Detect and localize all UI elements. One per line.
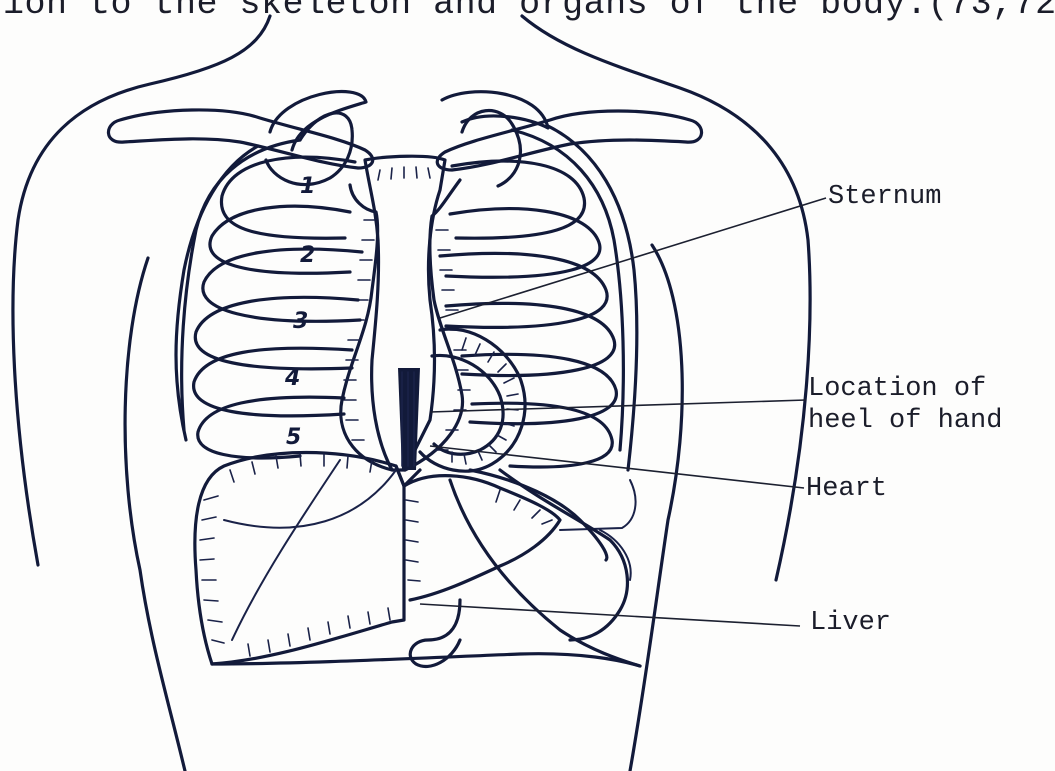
- right-rib-6: [472, 403, 612, 467]
- right-rib-3: [440, 253, 607, 327]
- right-shoulder-contour: [522, 16, 810, 580]
- label-location-of: Location of: [808, 374, 986, 404]
- sternum-leader-line: [440, 198, 826, 318]
- left-rib-1: [221, 157, 355, 238]
- rib-number-3: 3: [293, 309, 308, 334]
- liver-shape: [195, 453, 560, 665]
- sternum-shape: [341, 156, 470, 470]
- label-heel-of-hand: heel of hand: [808, 406, 1002, 436]
- left-shoulder-contour: [13, 16, 270, 565]
- heel-of-hand-leader-line: [430, 400, 806, 412]
- label-sternum: Sternum: [828, 182, 941, 212]
- rib-number-4: 4: [284, 366, 300, 391]
- heart-shape: [420, 329, 607, 560]
- label-liver: Liver: [810, 608, 891, 638]
- left-rib-5: [194, 348, 352, 416]
- left-rib-3: [203, 249, 362, 321]
- abdominal-organs: [212, 470, 640, 667]
- left-rib-6: [198, 397, 344, 458]
- rib-number-5: 5: [286, 425, 301, 450]
- right-rib-1: [452, 161, 585, 238]
- clavicles: [108, 110, 701, 170]
- left-ribs: [176, 140, 362, 458]
- right-rib-2: [446, 209, 600, 278]
- rib-number-2: 2: [300, 243, 315, 268]
- label-heart: Heart: [806, 474, 887, 504]
- liver-right-lobe: [195, 453, 404, 665]
- rib-number-1: 1: [300, 174, 315, 199]
- upper-rib-arches: [266, 92, 548, 186]
